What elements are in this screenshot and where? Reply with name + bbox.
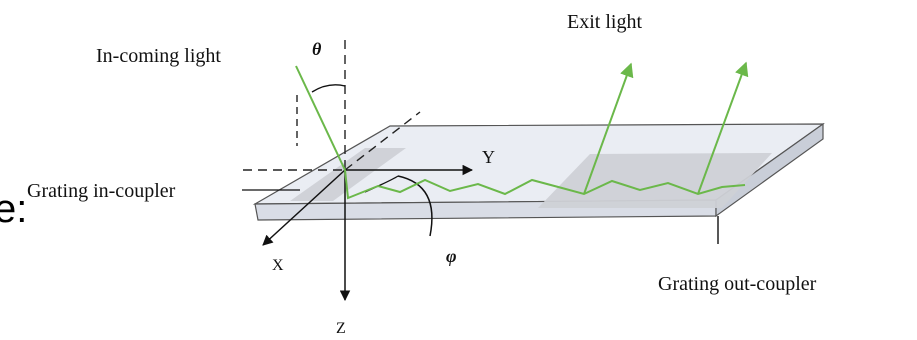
- grating-in-coupler-region: [290, 148, 406, 201]
- grating-in-coupler-label: Grating in-coupler: [27, 180, 176, 202]
- light-rays: [295, 61, 749, 200]
- x-axis-line: [262, 169, 346, 246]
- waveguide-end-face: [715, 122, 824, 218]
- diagonal-dashed-line: [344, 111, 421, 171]
- exit-light-ray-2: [697, 61, 749, 195]
- incoming-light-label: In-coming light: [96, 45, 221, 67]
- phi-pointer: [397, 175, 433, 237]
- construction-lines: [243, 40, 421, 171]
- grating-out-coupler-region: [538, 153, 772, 208]
- edge-text-fragment: e:: [0, 187, 27, 231]
- x-axis-label: X: [272, 257, 284, 274]
- theta-label: θ: [312, 39, 322, 59]
- y-axis-label: Y: [482, 147, 495, 167]
- guided-light-ray: [344, 169, 746, 200]
- grating-out-coupler-label: Grating out-coupler: [658, 273, 817, 295]
- waveguide-slab: [252, 122, 825, 221]
- incoming-light-ray: [295, 65, 346, 171]
- coordinate-axes: [262, 164, 474, 302]
- phi-label: φ: [446, 246, 457, 266]
- z-axis-label: Z: [336, 320, 346, 337]
- exit-light-ray-1: [583, 62, 634, 195]
- exit-light-label: Exit light: [567, 11, 642, 33]
- theta-arc: [311, 84, 346, 93]
